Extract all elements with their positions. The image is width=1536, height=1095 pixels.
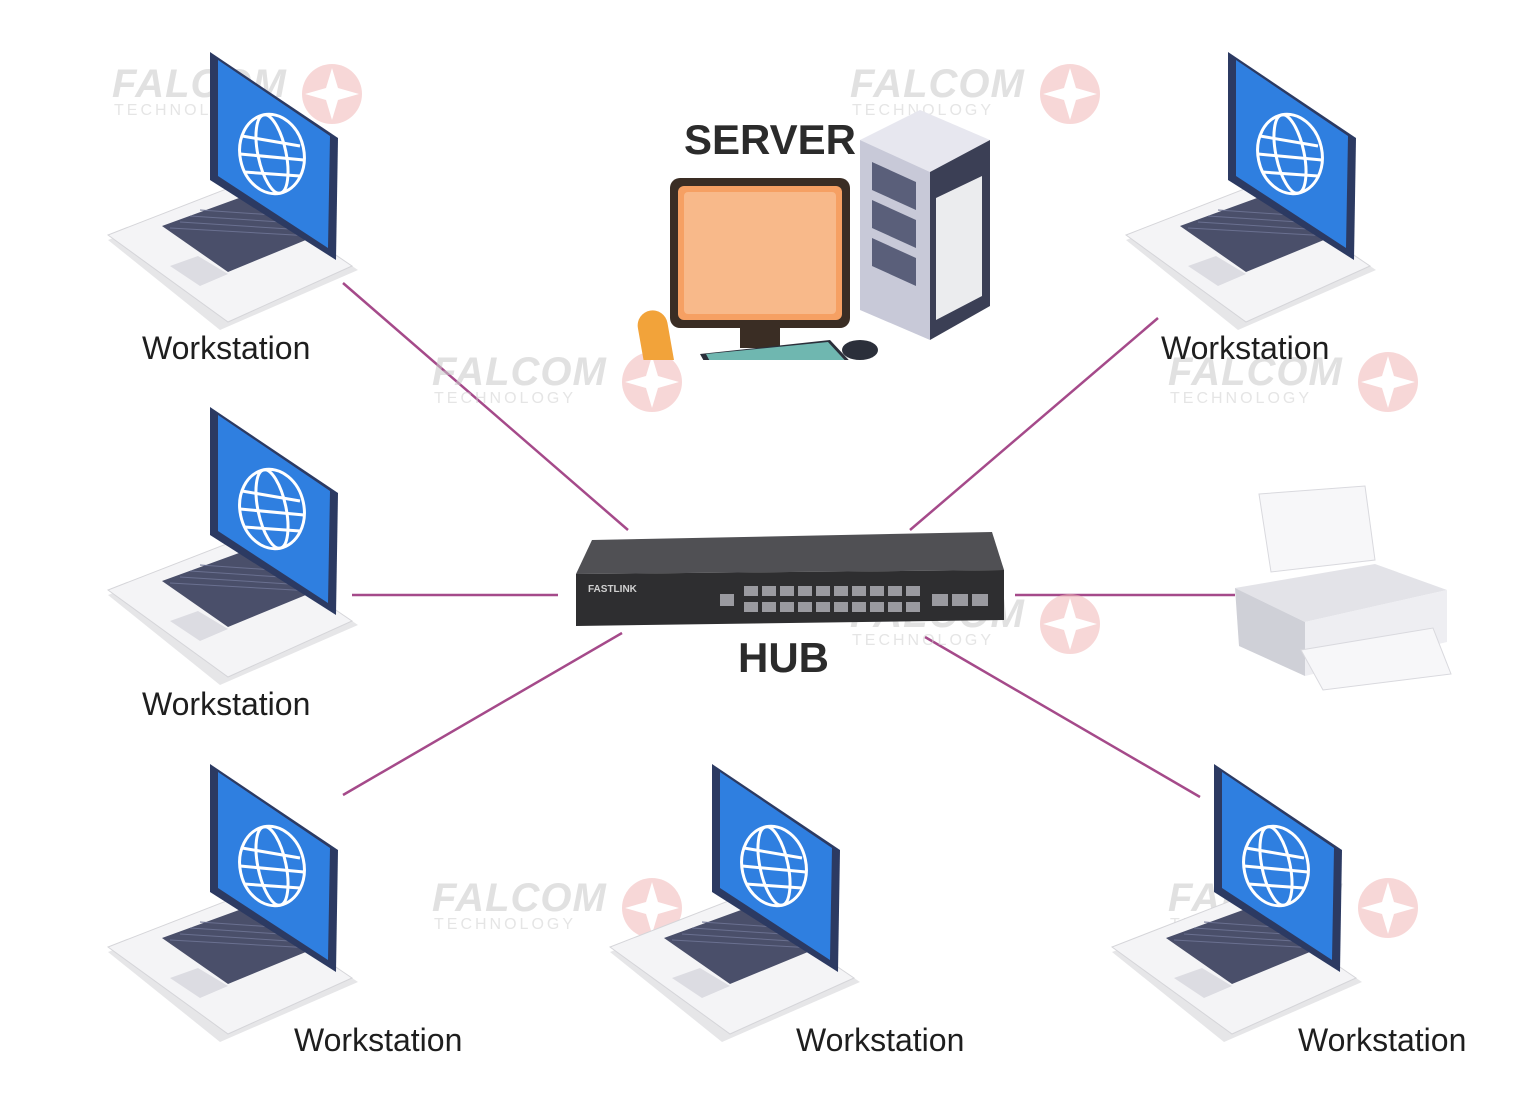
laptop-icon: [106, 407, 358, 685]
watermark: FALCOM TECHNOLOGY: [1168, 350, 1428, 430]
server-group: [637, 110, 990, 360]
laptop-icon: [608, 764, 860, 1042]
watermark: FALCOM TECHNOLOGY: [432, 876, 692, 956]
workstation-label: Workstation: [1298, 1022, 1467, 1058]
laptop-ws-bottom-left: [106, 764, 358, 1042]
watermark-brand: FALCOM: [432, 876, 607, 920]
link-ws-bottom-left: [342, 631, 623, 797]
laptop-ws-top-left: [106, 52, 358, 330]
watermark-brand: FALCOM: [432, 350, 607, 394]
star-icon: [622, 878, 682, 938]
hub-brand: FASTLINK: [588, 584, 638, 595]
speaker-icon: [637, 310, 677, 360]
laptop-ws-mid-left: [106, 407, 358, 685]
workstation-label: Workstation: [796, 1022, 965, 1058]
watermark-tagline: TECHNOLOGY: [1170, 390, 1313, 407]
laptop-icon: [106, 764, 358, 1042]
link-ws-bottom-right: [924, 635, 1201, 799]
laptop-icon: [1124, 52, 1376, 330]
watermark: FALCOM TECHNOLOGY: [432, 350, 692, 430]
laptop-ws-top-right: [1124, 52, 1376, 330]
watermark-tagline: TECHNOLOGY: [852, 102, 995, 119]
mouse-icon: [842, 340, 878, 360]
watermark-tagline: TECHNOLOGY: [434, 390, 577, 407]
printer-icon: [1235, 485, 1452, 691]
laptop-icon: [106, 52, 358, 330]
star-icon: [302, 64, 362, 124]
laptop-icon: [1110, 764, 1362, 1042]
server-tower-icon: [860, 110, 990, 340]
monitor-icon: [670, 178, 850, 348]
workstation-label: Workstation: [294, 1022, 463, 1058]
star-icon: [1358, 878, 1418, 938]
server-label: SERVER: [684, 116, 856, 163]
star-icon: [1040, 64, 1100, 124]
hub-label: HUB: [738, 634, 829, 681]
laptop-ws-bottom-center: [608, 764, 860, 1042]
laptop-ws-bottom-right: [1110, 764, 1362, 1042]
star-icon: [1040, 594, 1100, 654]
star-icon: [1358, 352, 1418, 412]
keyboard-icon: [700, 340, 849, 360]
watermark-tagline: TECHNOLOGY: [434, 916, 577, 933]
workstation-label: Workstation: [142, 686, 311, 722]
watermark: FALCOM TECHNOLOGY: [850, 62, 1110, 142]
link-ws-top-right: [909, 317, 1159, 531]
workstation-label: Workstation: [142, 330, 311, 366]
workstation-label: Workstation: [1161, 330, 1330, 366]
watermark-brand: FALCOM: [1168, 350, 1343, 394]
watermark-tagline: TECHNOLOGY: [852, 632, 995, 649]
hub-icon: FASTLINK: [576, 532, 1004, 626]
watermark-brand: FALCOM: [850, 62, 1025, 106]
star-icon: [622, 352, 682, 412]
link-ws-top-left: [342, 282, 629, 531]
